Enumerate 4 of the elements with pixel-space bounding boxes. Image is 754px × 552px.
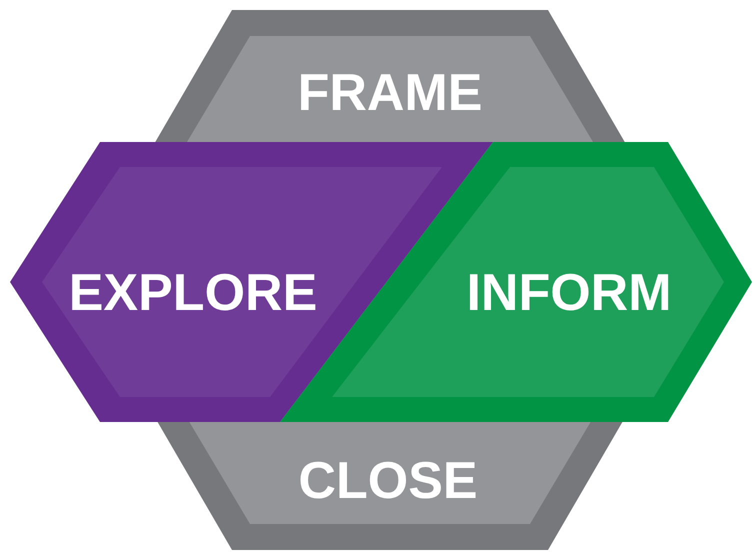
section-label: EXPLORE bbox=[68, 267, 318, 319]
section-label: CLOSE bbox=[298, 455, 478, 507]
section-label: INFORM bbox=[466, 267, 672, 319]
section-label: FRAME bbox=[298, 67, 482, 119]
